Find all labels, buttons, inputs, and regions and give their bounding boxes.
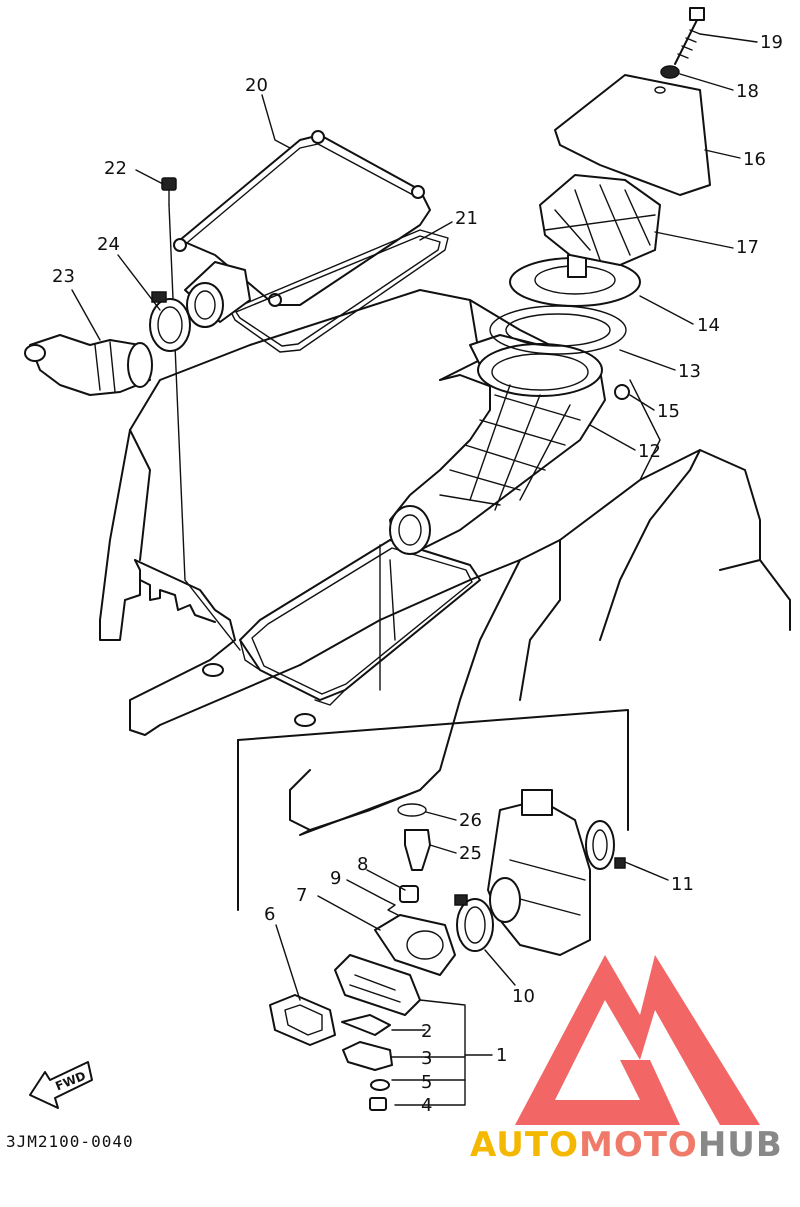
callout-23: 23 — [52, 266, 75, 287]
spring-9 — [384, 899, 399, 916]
callout-16: 16 — [743, 149, 766, 170]
washer-18 — [660, 65, 680, 79]
callout-20: 20 — [245, 75, 268, 96]
intake-duct — [389, 334, 606, 555]
callout-1: 1 — [496, 1045, 507, 1066]
callout-labels: 19 18 16 17 14 13 15 12 20 21 22 24 23 2… — [52, 32, 783, 1116]
filter-cage — [539, 174, 661, 266]
callout-4: 4 — [421, 1095, 432, 1116]
callout-14: 14 — [697, 315, 720, 336]
screw-4 — [369, 1097, 387, 1111]
frame-body — [99, 289, 791, 836]
callout-13: 13 — [678, 361, 701, 382]
hose-clamp-10 — [454, 894, 494, 952]
watermark-word-hub: HUB — [698, 1125, 783, 1165]
callout-10: 10 — [512, 986, 535, 1007]
callout-9: 9 — [330, 868, 341, 889]
callout-18: 18 — [736, 81, 759, 102]
filter-base-plate — [509, 254, 641, 307]
airbox-seal — [229, 229, 449, 353]
callout-24: 24 — [97, 234, 120, 255]
callout-15: 15 — [657, 401, 680, 422]
callout-19: 19 — [760, 32, 783, 53]
callout-12: 12 — [638, 441, 661, 462]
callout-25: 25 — [459, 843, 482, 864]
callout-6: 6 — [264, 904, 275, 925]
intake-elbow — [24, 334, 153, 396]
watermark-triangle-icon — [515, 955, 760, 1125]
diagram-code: 3JM2100-0040 — [6, 1132, 134, 1151]
carburetor-group-box — [237, 709, 629, 911]
callout-5: 5 — [421, 1072, 432, 1093]
carburetor — [487, 789, 591, 956]
reed-gasket — [269, 994, 336, 1046]
callout-26: 26 — [459, 810, 482, 831]
callout-17: 17 — [736, 237, 759, 258]
filter-cone-cover — [554, 74, 711, 196]
callout-22: 22 — [104, 158, 127, 179]
callout-7: 7 — [296, 885, 307, 906]
watermark-word-moto: MOTO — [579, 1125, 698, 1165]
bolt-19 — [674, 7, 705, 65]
forward-arrow-icon: FWD — [29, 1061, 93, 1109]
hose-fitting-25 — [404, 829, 431, 871]
hose-clamp-11 — [585, 820, 626, 870]
leader-lines — [71, 33, 758, 1106]
watermark-text: AUTOMOTOHUB — [470, 1125, 783, 1165]
callout-11: 11 — [671, 874, 694, 895]
reed-stopper-3 — [342, 1041, 393, 1071]
callout-3: 3 — [421, 1048, 432, 1069]
watermark-logo — [515, 955, 760, 1125]
callout-21: 21 — [455, 208, 478, 229]
hose-clamp-24 — [149, 291, 191, 352]
cover-inlet — [184, 261, 251, 328]
nut-15 — [614, 384, 630, 400]
washer-5 — [370, 1079, 390, 1091]
intake-manifold — [374, 914, 456, 976]
hose-clip-26 — [397, 803, 427, 817]
reed-petal-2 — [341, 1014, 391, 1036]
callout-2: 2 — [421, 1021, 432, 1042]
callout-8: 8 — [357, 854, 368, 875]
watermark-word-auto: AUTO — [470, 1125, 579, 1165]
